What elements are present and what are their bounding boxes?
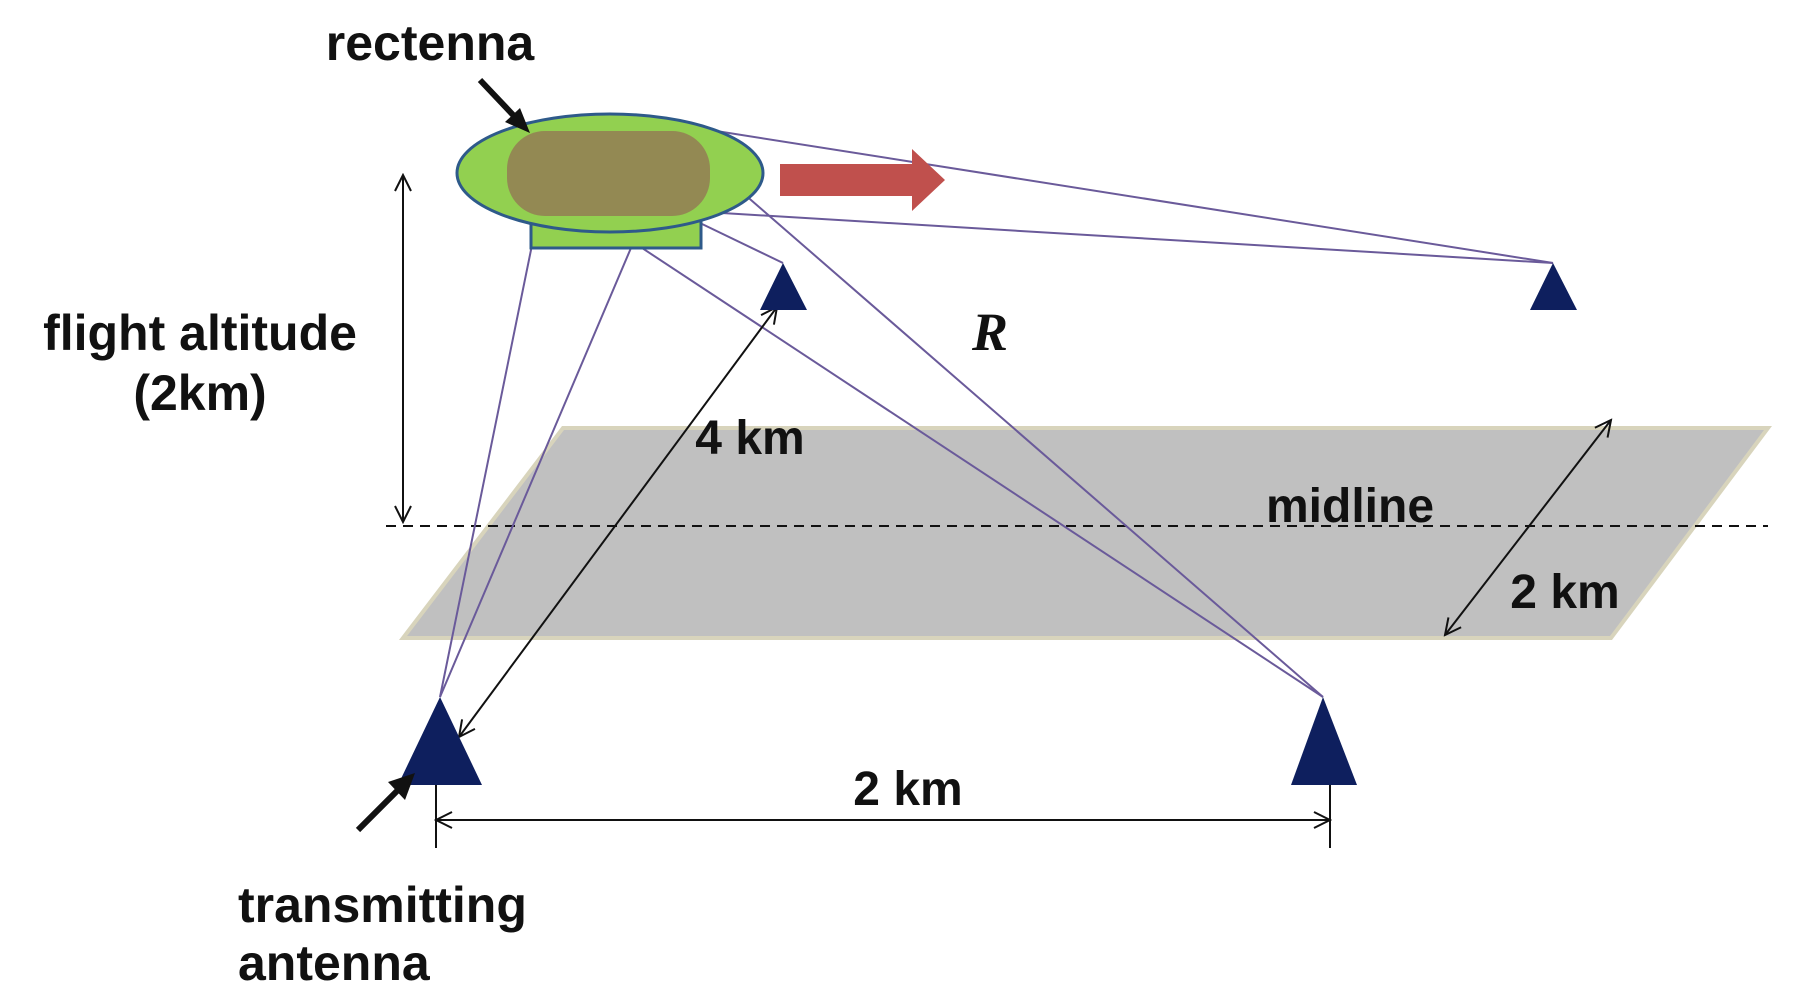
transmitting-antenna-label-line2: antenna	[238, 935, 431, 991]
width-2km-label: 2 km	[1510, 566, 1619, 619]
rectenna-panel	[507, 131, 710, 216]
distance-4km-arrow	[459, 307, 777, 737]
distance-4km-label: 4 km	[695, 412, 804, 465]
baseline-2km-label: 2 km	[853, 763, 962, 816]
airship	[455, 112, 765, 250]
transmitter-large-left-icon	[398, 697, 482, 785]
transmitter-large-right-icon	[1291, 697, 1357, 785]
transmitter-pointer-arrow	[355, 773, 415, 833]
baseline-dimension	[436, 782, 1330, 848]
transmitter-small-center-icon	[760, 263, 807, 310]
rectenna-label: rectenna	[326, 15, 536, 71]
range-symbol-label: R	[971, 302, 1008, 362]
transmitting-antenna-label: transmitting	[238, 877, 527, 933]
midline-label: midline	[1266, 480, 1434, 533]
transmitter-small-right-icon	[1530, 263, 1577, 310]
flight-altitude-value-label: (2km)	[133, 365, 266, 421]
width-2km-arrow	[1445, 420, 1611, 635]
rectenna-pointer-arrow	[477, 77, 530, 133]
right-arrow-icon	[780, 149, 945, 211]
flight-altitude-label: flight altitude	[43, 305, 357, 361]
